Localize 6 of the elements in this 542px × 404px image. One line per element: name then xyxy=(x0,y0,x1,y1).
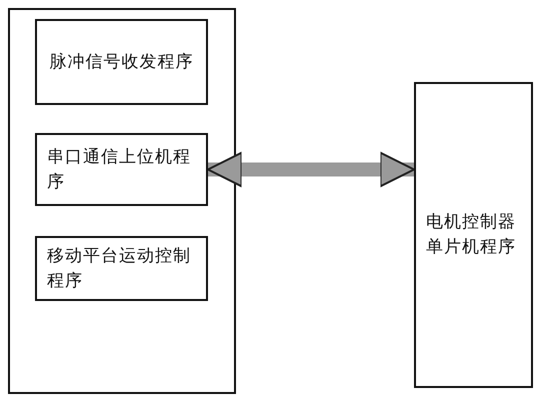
double-arrow xyxy=(207,152,415,188)
program-box: 电机控制器单片机程序 xyxy=(414,82,533,388)
system-frame xyxy=(8,8,236,394)
module-box: 移动平台运动控制程序 xyxy=(35,236,208,301)
module-box: 串口通信上位机程序 xyxy=(35,133,208,206)
module-box: 脉冲信号收发程序 xyxy=(35,19,208,105)
